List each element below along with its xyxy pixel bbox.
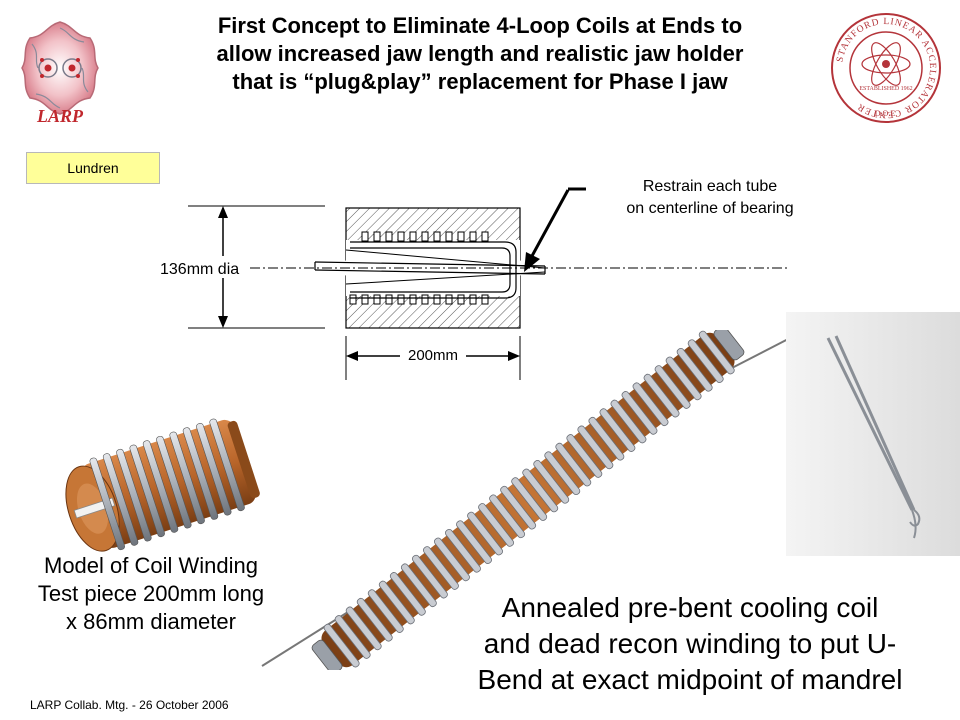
seal-doe: D.O.E. bbox=[875, 109, 897, 118]
length-label: 200mm bbox=[400, 346, 466, 366]
title-line-3: that is “plug&play” replacement for Phas… bbox=[232, 69, 728, 94]
coil-model-caption-line-1: Model of Coil Winding bbox=[44, 553, 258, 578]
coil-model-caption: Model of Coil Winding Test piece 200mm l… bbox=[6, 552, 296, 636]
cooling-coil-caption-line-2: and dead recon winding to put U- bbox=[483, 628, 897, 659]
larp-logo-text: LARP bbox=[36, 106, 84, 126]
restrain-line-1: Restrain each tube bbox=[642, 178, 778, 195]
restrain-line-2: on centerline of bearing bbox=[626, 200, 794, 217]
diameter-label: 136mm dia bbox=[160, 261, 240, 278]
seal-established: ESTABLISHED 1962 bbox=[859, 86, 912, 92]
u-bend-wire-photo bbox=[786, 312, 960, 556]
cooling-coil-caption: Annealed pre-bent cooling coil and dead … bbox=[420, 590, 960, 698]
title-line-2: allow increased jaw length and realistic… bbox=[216, 41, 744, 66]
author-tag: Lundren bbox=[26, 152, 160, 184]
larp-logo: LARP bbox=[12, 14, 108, 126]
slac-seal-icon: STANFORD LINEAR ACCELERATOR CENTER ESTAB… bbox=[831, 13, 941, 123]
cross-section-diagram bbox=[150, 180, 810, 390]
coil-model-caption-line-3: x 86mm diameter bbox=[66, 609, 236, 634]
cooling-coil-caption-line-1: Annealed pre-bent cooling coil bbox=[501, 592, 879, 623]
title-line-1: First Concept to Eliminate 4-Loop Coils … bbox=[217, 13, 743, 38]
slide-title: First Concept to Eliminate 4-Loop Coils … bbox=[120, 12, 840, 96]
cooling-coil-caption-line-3: Bend at exact midpoint of mandrel bbox=[477, 664, 903, 695]
coil-model-caption-line-2: Test piece 200mm long bbox=[37, 581, 265, 606]
long-coil-photo bbox=[258, 330, 798, 670]
larp-logo-icon: LARP bbox=[21, 21, 99, 126]
coil-model-photo bbox=[56, 404, 280, 554]
slac-seal: STANFORD LINEAR ACCELERATOR CENTER ESTAB… bbox=[828, 12, 944, 124]
restrain-note: Restrain each tube on centerline of bear… bbox=[560, 176, 860, 220]
footer-text: LARP Collab. Mtg. - 26 October 2006 bbox=[30, 698, 229, 712]
